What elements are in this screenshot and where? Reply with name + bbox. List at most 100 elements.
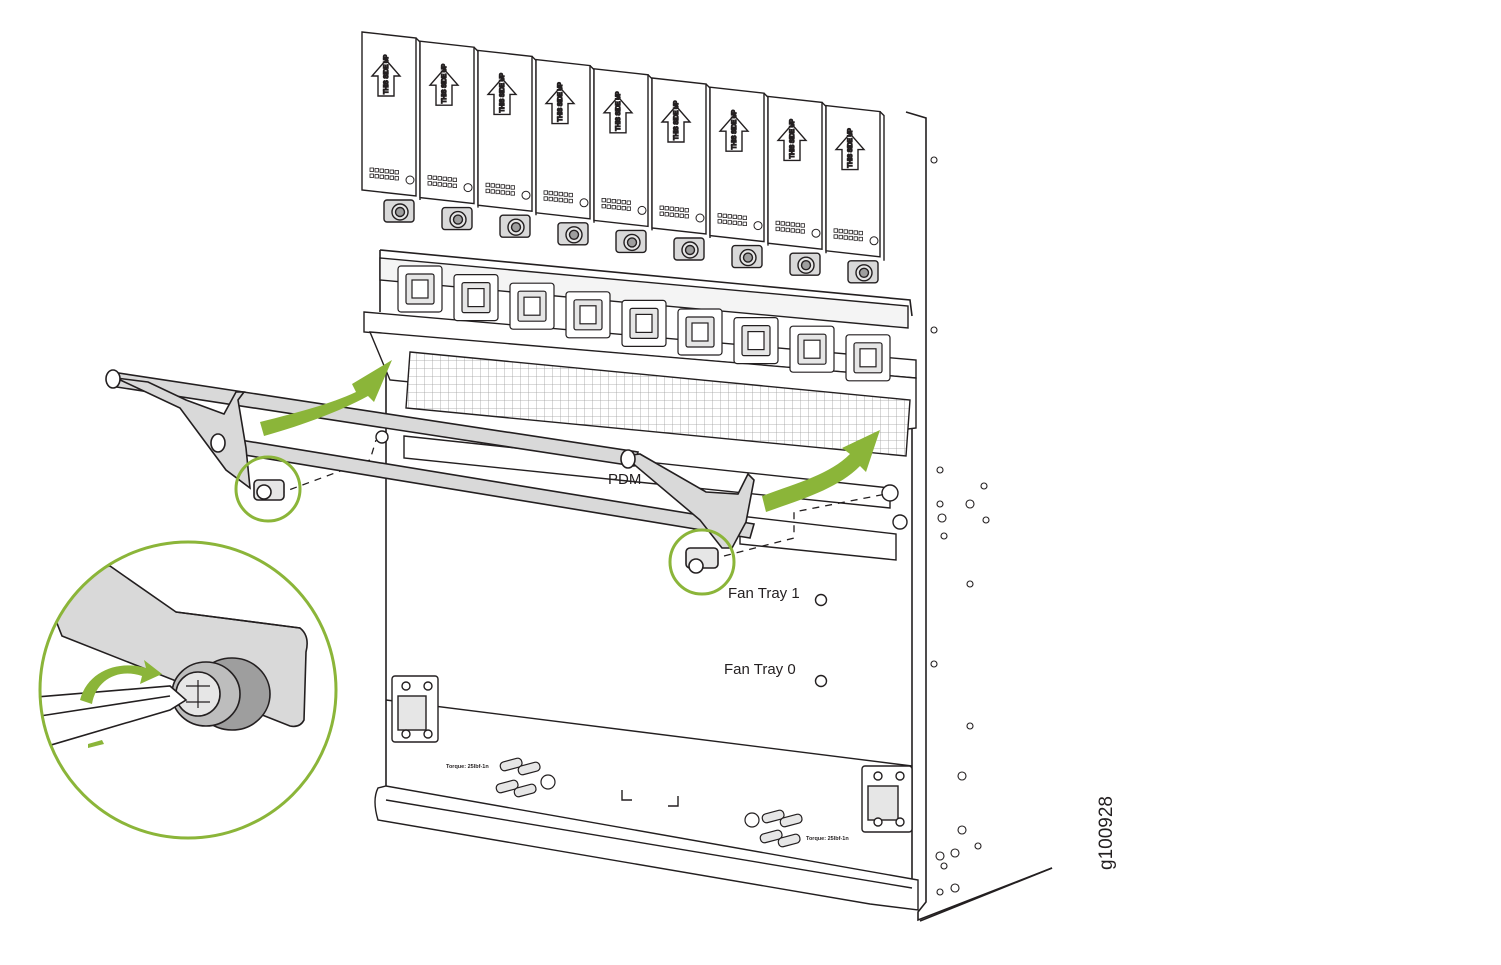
psu-vent [442,176,447,182]
bezel-top-edge [385,799,913,889]
psu-vent [394,170,399,175]
psu-vent [568,198,573,204]
psu-status-led [695,213,705,223]
psu-vent [674,207,679,212]
connector-pins [467,288,485,308]
psu-vent [664,212,669,217]
psu-module[interactable]: THIS SIDE UP [477,49,537,238]
right-latch[interactable] [861,765,913,833]
chassis-side-wall [905,111,1053,922]
psu-module[interactable]: THIS SIDE UP [361,31,421,223]
mount-screw [375,430,389,444]
mount-hole [937,513,947,523]
psu-vent [616,199,621,204]
psu-vent [500,190,505,195]
connector-pins [747,331,765,351]
thumbscrew-center [510,221,522,233]
psu-vent [843,235,848,240]
psu-vent [775,220,780,226]
psu-faceplate [709,86,765,243]
mount-hole [980,482,988,490]
power-connector [509,282,555,330]
psu-vent [722,219,727,225]
latch-screw [401,729,411,739]
latch-screw [873,817,883,827]
psu-vent [684,208,689,213]
psu-vent [684,214,689,219]
arrow-insert-left-icon [260,360,392,436]
handle-bracket-right [622,453,755,549]
ground-stud [517,761,541,776]
psu-status-led [811,228,821,238]
inset-border [38,540,338,840]
screw-head-icon [688,558,704,574]
alignment-guides [277,439,887,557]
psu-vent [495,183,500,189]
psu-vent [800,229,805,234]
psu-label: THIS SIDE UP [674,101,680,140]
fan-tray-0-label: Fan Tray 0 [724,661,796,678]
psu-vent [621,205,626,211]
mount-hole [936,466,944,474]
psu-module[interactable]: THIS SIDE UP [419,40,479,231]
psu-vent [626,200,631,205]
psu-faceplate [825,104,881,258]
up-arrow-icon [428,68,460,106]
psu-module[interactable]: THIS SIDE UP [767,95,827,276]
psu-vent [505,184,510,190]
power-connector [845,334,891,382]
connector-pins [523,296,541,316]
psu-vent [679,207,684,212]
psu-module[interactable]: THIS SIDE UP [825,104,885,284]
mount-hole [930,660,938,668]
ground-symbol-icon [540,774,556,790]
labels: PDM Fan Tray 1 Fan Tray 0 Torque: 25lbf-… [446,471,1117,870]
handle-mount-points [375,430,908,530]
latch-screw [423,729,433,739]
psu-vent [790,228,795,233]
ground-studs-right [744,809,803,848]
psu-vent [664,206,669,211]
psu-vent [732,214,737,220]
figure-id: g100928 [1096,796,1117,870]
thumbscrew-center [626,237,638,248]
highlight-circles [234,455,736,596]
psu-vent [548,190,553,196]
ground-stud [499,757,523,772]
psu-module[interactable]: THIS SIDE UP [651,77,711,261]
latch-handle [867,785,899,821]
psu-vent [389,169,394,174]
psu-module[interactable]: THIS SIDE UP [709,86,769,269]
alignment-line-right [723,493,887,557]
up-arrow-icon [544,86,576,125]
pdm-label: PDM [608,471,641,488]
psu-vent [611,204,616,210]
power-connector [453,274,499,322]
psu-vent [568,192,573,198]
psu-vent [737,221,742,226]
psu-vent [732,220,737,226]
mount-screw [892,514,908,530]
psu-vent [601,203,606,209]
psu-vent [548,196,553,202]
left-latch[interactable] [391,675,439,743]
psu-vent [800,223,805,228]
psu-vent [437,182,442,187]
psu-vent [848,229,853,235]
up-arrow-icon [718,114,750,152]
psu-label: THIS SIDE UP [558,82,564,121]
psu-vent [394,176,399,181]
psu-module[interactable]: THIS SIDE UP [593,68,653,254]
pdm-handle[interactable] [105,369,756,574]
power-connector [621,299,667,347]
psu-module[interactable]: THIS SIDE UP [535,58,595,246]
arrow-insert-right-icon [762,430,880,512]
connector-pins [635,313,653,333]
psu-vent [853,236,858,241]
psu-vent [563,198,568,203]
connector-pins [411,279,429,299]
psu-vent [775,226,780,232]
psu-vent [384,169,389,174]
psu-vent [558,197,563,203]
